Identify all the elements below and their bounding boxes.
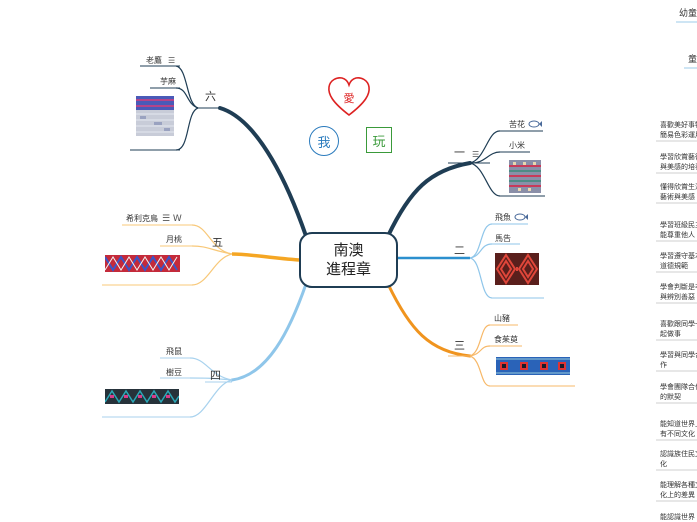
link-b3-leaf bbox=[469, 345, 491, 357]
link-b2-leaf bbox=[469, 243, 493, 259]
leaf-label[interactable]: 飛鼠 bbox=[166, 347, 182, 356]
weave-pattern-image bbox=[495, 253, 539, 285]
link-b6-leaf bbox=[175, 107, 199, 151]
branch-label-2[interactable]: 二 bbox=[454, 244, 465, 257]
weave-pattern-image bbox=[136, 96, 174, 136]
leaf-label[interactable]: 苦花 bbox=[509, 120, 525, 129]
branch-label-4[interactable]: 四 bbox=[210, 369, 221, 382]
panel-item[interactable]: 能認識世界 bbox=[660, 513, 695, 521]
weave-pattern-image bbox=[509, 160, 541, 193]
central-topic-line1: 南澳 bbox=[333, 241, 364, 259]
branch-label-3[interactable]: 三 bbox=[454, 339, 465, 352]
fish-icon bbox=[514, 213, 528, 221]
link-b5-leaf bbox=[191, 253, 233, 286]
link-b5-leaf bbox=[191, 245, 233, 255]
link-b4-leaf bbox=[189, 357, 233, 381]
branch-label-1[interactable]: 一 bbox=[454, 146, 465, 159]
circle-label: 我 bbox=[317, 135, 331, 151]
leaf-label[interactable]: 馬告 bbox=[495, 234, 511, 243]
link-b1-leaf bbox=[469, 130, 501, 164]
leaf-label[interactable]: 山豬 bbox=[494, 314, 510, 323]
panel-item[interactable]: 能理解各種文化上的差異 bbox=[660, 481, 697, 499]
link-center-b6 bbox=[218, 106, 308, 238]
panel-item[interactable]: 喜歡美好事物簡易色彩運用 bbox=[660, 121, 697, 139]
link-b4-leaf bbox=[189, 377, 233, 381]
panel-heading[interactable]: 童 bbox=[688, 55, 697, 65]
panel-item[interactable]: 認識族住民文化 bbox=[660, 450, 697, 468]
leaf-label[interactable]: 希利克鳥 bbox=[126, 214, 158, 223]
weave-pattern-image bbox=[105, 255, 180, 272]
leaf-label[interactable]: 芋麻 bbox=[160, 77, 176, 86]
heart-symbol: 愛 bbox=[326, 76, 372, 118]
list-icon: ☰ bbox=[472, 150, 480, 159]
panel-item[interactable]: 懂得欣賞生活藝術與美感 bbox=[660, 183, 697, 201]
link-b4-leaf bbox=[189, 379, 233, 418]
panel-item[interactable]: 學習班級民主能尊重他人 bbox=[660, 221, 697, 239]
panel-item[interactable]: 學會判斷是非與辨別善惡 bbox=[660, 283, 697, 301]
link-b3-leaf bbox=[469, 355, 491, 387]
leaf-label[interactable]: 飛魚 bbox=[495, 213, 511, 222]
square-label: 玩 bbox=[372, 134, 386, 150]
panel-item[interactable]: 喜歡跟同學一起做事 bbox=[660, 320, 697, 338]
heart-icon bbox=[328, 77, 370, 117]
leaf-label[interactable]: 小米 bbox=[509, 141, 525, 150]
panel-item[interactable]: 能知道世界上有不同文化 bbox=[660, 420, 697, 438]
link-center-b3 bbox=[386, 282, 472, 358]
link-center-b4 bbox=[230, 282, 308, 382]
list-icon: ☰ W bbox=[162, 214, 182, 224]
panel-item[interactable]: 學習遵守基本道德規範 bbox=[660, 252, 697, 270]
panel-item[interactable]: 學會團隊合作的默契 bbox=[660, 383, 697, 401]
link-center-b5 bbox=[231, 252, 300, 262]
list-icon: ☰ bbox=[168, 56, 176, 65]
link-b3-leaf bbox=[469, 324, 491, 357]
link-b6-leaf bbox=[175, 65, 199, 109]
panel-item[interactable]: 學習欣賞藝術與美感的培養 bbox=[660, 153, 697, 171]
weave-pattern-image bbox=[105, 389, 179, 404]
weave-pattern-image bbox=[496, 357, 570, 375]
link-b5-leaf bbox=[191, 224, 233, 255]
link-b2-leaf bbox=[469, 223, 493, 259]
central-topic-line2: 進程章 bbox=[325, 260, 371, 278]
heart-label: 愛 bbox=[343, 92, 355, 105]
square-symbol: 玩 bbox=[366, 127, 392, 153]
link-b1-leaf bbox=[469, 162, 501, 197]
panel-heading[interactable]: 幼童 bbox=[679, 9, 697, 19]
link-center-b1 bbox=[386, 161, 472, 238]
fish-icon bbox=[528, 120, 542, 128]
panel-item[interactable]: 學習與同學合作 bbox=[660, 351, 697, 369]
leaf-label[interactable]: 老鷹 bbox=[146, 56, 162, 65]
circle-symbol: 我 bbox=[309, 126, 339, 156]
leaf-label[interactable]: 樹豆 bbox=[166, 368, 182, 377]
branch-label-5[interactable]: 五 bbox=[212, 236, 223, 249]
branch-label-6[interactable]: 六 bbox=[205, 90, 216, 103]
link-b2-leaf bbox=[469, 257, 493, 299]
leaf-label[interactable]: 食茱萸 bbox=[494, 335, 518, 344]
central-topic[interactable]: 南澳 進程章 bbox=[299, 232, 398, 288]
leaf-label[interactable]: 月桃 bbox=[166, 235, 182, 244]
